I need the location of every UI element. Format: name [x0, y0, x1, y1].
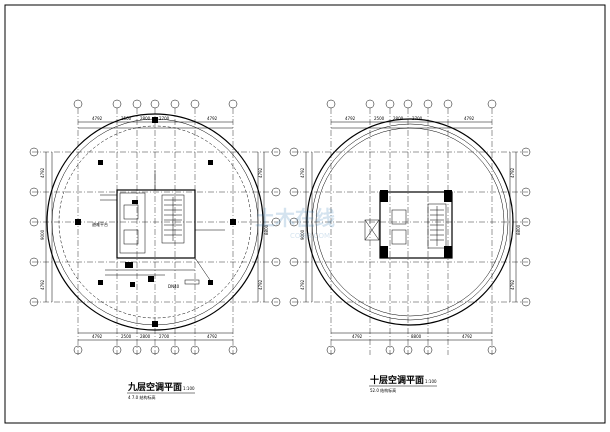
- dim-top-1: 4792: [345, 116, 356, 121]
- dim-left-3: 4792: [40, 279, 45, 290]
- core: [116, 189, 196, 287]
- dim-top-1: 4792: [92, 116, 103, 121]
- columns: [75, 117, 236, 327]
- dim-right-total: 8800: [516, 224, 521, 235]
- dim-bottom-5: 4792: [207, 334, 218, 339]
- dimension-line-left: 4792 9000 4792: [40, 152, 53, 302]
- plan-title: 九层空调平面: [127, 381, 182, 393]
- ductwork: [100, 170, 225, 285]
- dim-bottom-4: 2700: [159, 334, 170, 339]
- dim-left-3: 4792: [300, 279, 305, 290]
- dim-top-5: 4792: [207, 116, 218, 121]
- grid-axes-vertical: [330, 108, 493, 355]
- dimension-line-bottom: 4792 8800 4792: [331, 332, 492, 341]
- plan-tenth-floor: 4792 2500 2800 2700 4792 4792 8800 4792 …: [289, 99, 531, 393]
- dim-left-2: 9000: [40, 229, 45, 240]
- room-label: 避难平台: [92, 221, 108, 227]
- elevator-2: [123, 229, 139, 245]
- stair: [164, 197, 182, 241]
- dim-right-1: 4792: [510, 167, 515, 178]
- plan-title-block: 九层空调平面 1:100 4 7.0 结构标高: [127, 381, 195, 400]
- stair: [427, 203, 447, 249]
- dim-top-4: 2700: [412, 116, 423, 121]
- plan-scale: 1:100: [425, 379, 437, 384]
- watermark: 土木在线 COI88.COM: [255, 206, 335, 240]
- plan-title: 十层空调平面: [370, 374, 424, 386]
- dim-bottom-1: 4792: [352, 334, 363, 339]
- dim-right-3: 4792: [510, 279, 515, 290]
- axis-bubbles: [29, 99, 281, 355]
- watermark-text: 土木在线: [255, 206, 335, 230]
- dim-top-2: 2500: [121, 116, 132, 121]
- plan-subtitle: 4 7.0 结构标高: [128, 394, 155, 400]
- plan-subtitle: 52.0 结构标高: [370, 387, 396, 393]
- elevator-2: [391, 229, 407, 245]
- dimension-line-top: 4792 2500 2800 2700 4792: [331, 116, 492, 129]
- shaft: [364, 219, 380, 241]
- dim-top-2: 2500: [374, 116, 385, 121]
- dimension-line-bottom: 4792 2500 2800 2700 4792: [78, 332, 233, 341]
- outer-wall-circle: [306, 118, 514, 326]
- elevator-1: [123, 204, 139, 220]
- sheet-border: [4, 4, 606, 424]
- dim-bottom-2: 8800: [411, 334, 422, 339]
- plan-ninth-floor: 4792 2500 2800 2700 4792 4792 2500 2800 …: [29, 99, 281, 400]
- dim-left-2: 9000: [300, 229, 305, 240]
- dim-bottom-2: 2500: [121, 334, 132, 339]
- dim-right-1: 4792: [258, 167, 263, 178]
- inner-wall-circle: [311, 123, 509, 321]
- dim-bottom-1: 4792: [92, 334, 103, 339]
- plan-title-block: 十层空调平面 1:100 52.0 结构标高: [369, 374, 437, 393]
- pipe-label: DN40: [168, 284, 180, 289]
- axis-bubbles: [289, 99, 531, 355]
- duct-ring: [58, 125, 252, 319]
- dim-top-3: 2800: [393, 116, 404, 121]
- dim-top-3: 2800: [140, 116, 151, 121]
- outer-wall-circle: [46, 113, 264, 331]
- dim-top-4: 2700: [159, 116, 170, 121]
- plan-scale: 1:100: [183, 386, 195, 391]
- dim-right-3: 4792: [258, 279, 263, 290]
- floor-edge-circle: [315, 127, 505, 317]
- core: [364, 190, 453, 259]
- dim-bottom-3: 2800: [140, 334, 151, 339]
- watermark-subtext: COI88.COM: [290, 232, 330, 240]
- dim-top-5: 4792: [464, 116, 475, 121]
- dim-bottom-3: 4792: [462, 334, 473, 339]
- dim-right-total: 8800: [264, 224, 269, 235]
- dim-left-1: 4792: [40, 167, 45, 178]
- dimension-line-right: 4792 8800 4792: [509, 152, 521, 302]
- elevator-1: [391, 209, 407, 225]
- dim-left-1: 4792: [300, 167, 305, 178]
